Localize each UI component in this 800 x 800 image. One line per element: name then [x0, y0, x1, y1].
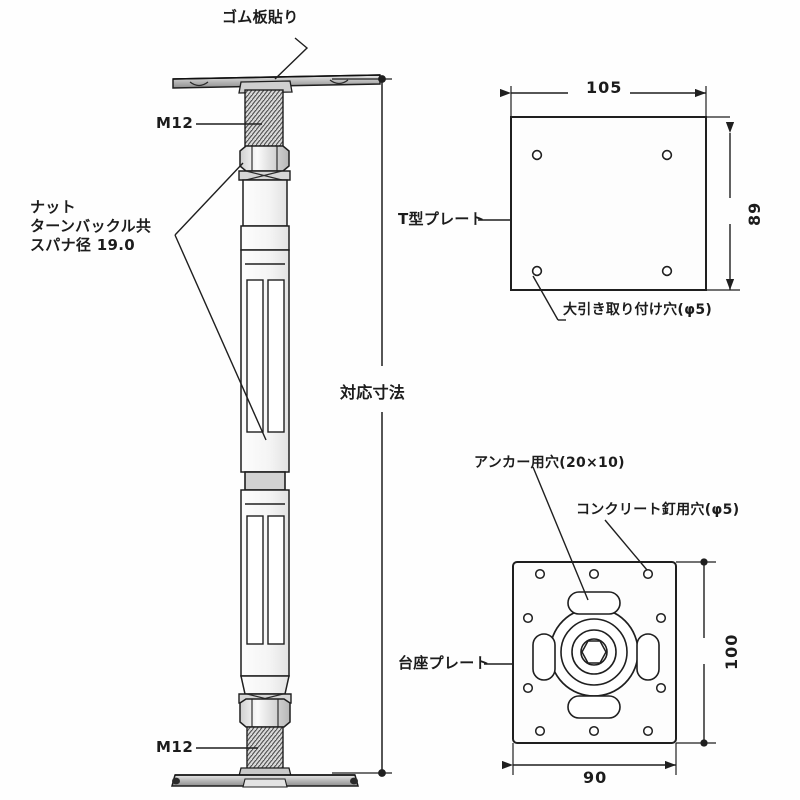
leader-anchor-hole — [532, 466, 589, 601]
bottom-base-plate — [171, 767, 359, 788]
base-plate-center-boss — [549, 607, 639, 697]
label-anchor-hole: アンカー用穴(20×10) — [474, 455, 625, 471]
top-threaded-rod — [244, 89, 284, 153]
base-plate-width-dimension — [501, 743, 677, 794]
lower-turnbuckle-body — [240, 489, 290, 695]
dimension-t-plate-height: 89 — [745, 201, 764, 226]
base-plate-height-dimension — [676, 558, 726, 747]
leader-concrete-nail-hole — [604, 519, 648, 571]
top-hex-nut — [239, 145, 290, 172]
main-elevation-view — [171, 37, 512, 788]
base-plate-nail-holes — [522, 568, 667, 737]
dimension-base-plate-height: 100 — [722, 633, 741, 670]
label-joist-hole: 大引き取り付け穴(φ5) — [563, 302, 713, 318]
label-nut-line3: スパナ径 19.0 — [30, 236, 135, 254]
label-m12-bottom: M12 — [156, 738, 194, 756]
label-overall-dimension: 対応寸法 — [340, 383, 406, 402]
leader-joist-hole — [532, 275, 566, 321]
t-plate-view — [499, 76, 748, 321]
dimension-t-plate-width: 105 — [586, 78, 623, 97]
leader-rubber-pad — [274, 37, 309, 80]
upper-turnbuckle-body — [240, 179, 290, 473]
label-rubber-pad: ゴム板貼り — [222, 8, 299, 26]
bottom-threaded-rod — [246, 726, 284, 774]
label-t-plate: T型プレート — [398, 210, 486, 228]
base-plate-view — [501, 466, 726, 794]
top-turnbuckle-collar — [238, 170, 291, 181]
mid-connector — [244, 471, 286, 491]
dimension-base-plate-width: 90 — [583, 768, 608, 787]
label-base-plate: 台座プレート — [398, 654, 490, 672]
base-plate-anchor-slots — [532, 591, 660, 719]
bottom-hex-nut — [239, 698, 291, 728]
overall-dimension-line — [332, 75, 428, 777]
t-plate-height-dimension — [706, 121, 748, 291]
label-nut-line2: ターンバックル共 — [30, 217, 152, 235]
label-concrete-nail-hole: コンクリート釘用穴(φ5) — [576, 502, 740, 518]
t-plate-holes — [531, 149, 673, 277]
leader-nut-turnbuckle — [174, 162, 267, 441]
label-m12-top: M12 — [156, 114, 194, 132]
t-plate-width-dimension — [499, 76, 730, 118]
label-nut-line1: ナット — [30, 198, 76, 216]
